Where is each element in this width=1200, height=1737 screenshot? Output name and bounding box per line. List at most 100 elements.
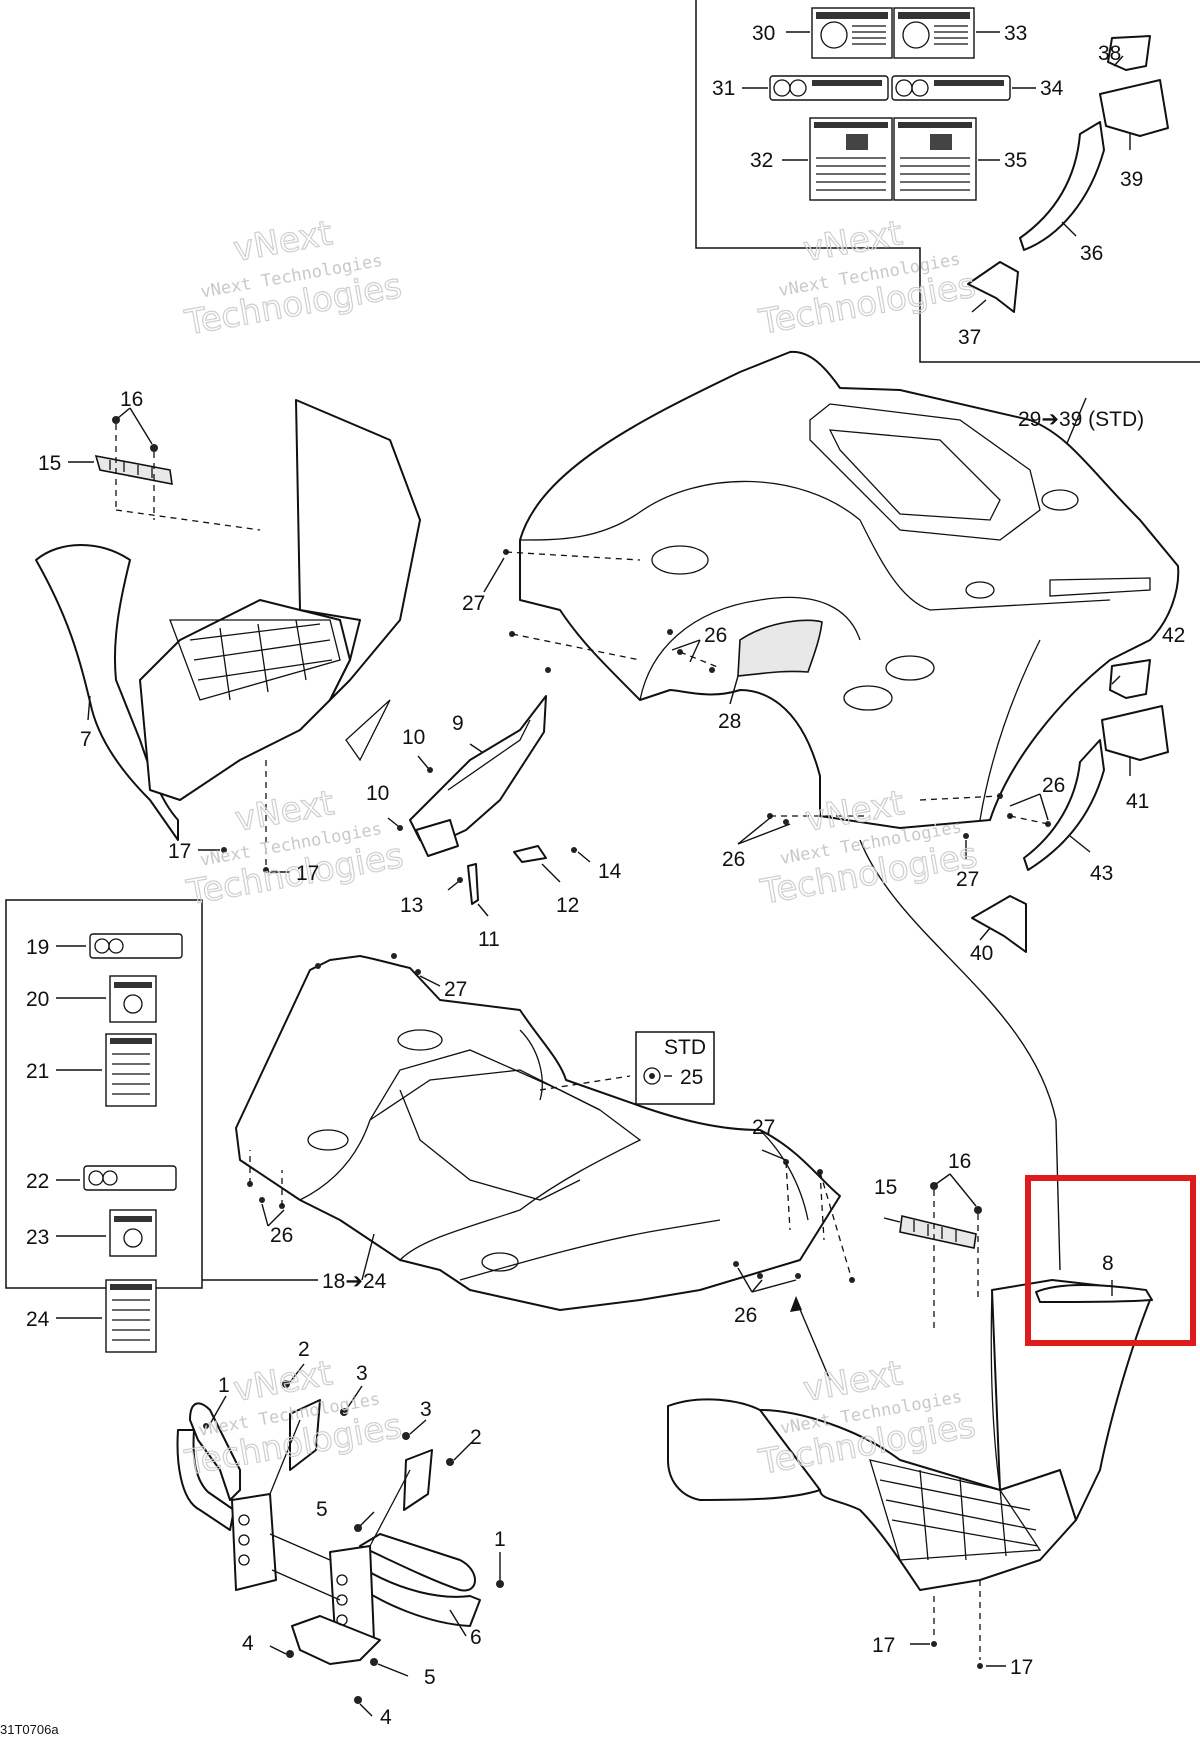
callout-15a: 15 xyxy=(38,452,61,475)
rear-fasteners xyxy=(483,549,1051,860)
callout-19: 19 xyxy=(26,936,49,959)
callout-28: 28 xyxy=(718,710,741,733)
callout-17a: 17 xyxy=(168,840,191,863)
mud-flap-39[interactable] xyxy=(1099,79,1169,137)
fender-extension-36[interactable] xyxy=(1019,121,1105,251)
callout-7: 7 xyxy=(80,728,92,751)
callout-36: 36 xyxy=(1080,242,1103,265)
callout-34: 34 xyxy=(1040,77,1064,100)
bracket-12[interactable] xyxy=(513,845,547,863)
connector-8-rear xyxy=(859,839,1061,1271)
warning-decal-22[interactable] xyxy=(83,1165,177,1191)
callout-17c: 17 xyxy=(872,1634,895,1657)
clip-11[interactable] xyxy=(467,863,479,905)
callout-2a: 2 xyxy=(298,1338,310,1361)
std-box xyxy=(635,1031,715,1105)
footrest-plate-15b[interactable] xyxy=(899,1215,977,1249)
callout-25: 25 xyxy=(680,1066,703,1089)
seat-pad-28[interactable] xyxy=(737,619,823,677)
callout-1a: 1 xyxy=(218,1374,230,1397)
callout-11: 11 xyxy=(478,928,500,951)
callout-30: 30 xyxy=(752,22,775,45)
front-decal-kit-box xyxy=(5,899,318,1353)
rear-decal-kit-box xyxy=(695,0,1200,461)
callout-17d: 17 xyxy=(1010,1656,1033,1679)
watermark-top-right: vNext vNext Technologies Technologies xyxy=(755,213,979,344)
callout-1b: 1 xyxy=(494,1528,506,1551)
callout-26c: 26 xyxy=(722,848,745,871)
front-bracket-fasteners xyxy=(203,1363,504,1717)
callout-16a: 16 xyxy=(120,388,143,411)
callout-23: 23 xyxy=(26,1226,49,1249)
callout-37: 37 xyxy=(958,326,981,349)
callout-20: 20 xyxy=(26,988,49,1011)
callout-27c: 27 xyxy=(444,978,467,1001)
footrest-plate-15[interactable] xyxy=(94,454,173,485)
warning-decal-34[interactable] xyxy=(891,75,1011,101)
callout-22: 22 xyxy=(26,1170,49,1193)
warning-decal-21[interactable] xyxy=(105,1033,157,1107)
group-label-rear-kit: 29➔39 (STD) xyxy=(1018,408,1144,431)
callout-40: 40 xyxy=(970,942,993,965)
callout-5a: 5 xyxy=(316,1498,328,1521)
left-footwell-7[interactable] xyxy=(35,399,421,841)
callout-labels: 30 33 31 34 32 35 38 39 36 37 29➔39 (STD… xyxy=(0,22,1185,1737)
fender-end-40[interactable] xyxy=(971,895,1027,953)
callout-26b: 26 xyxy=(1042,774,1065,797)
callout-26e: 26 xyxy=(734,1304,757,1327)
callout-33: 33 xyxy=(1004,22,1027,45)
group-label-front-kit: 18➔24 xyxy=(322,1270,387,1293)
callout-5b: 5 xyxy=(424,1666,436,1689)
callout-27b: 27 xyxy=(956,868,979,891)
callout-12: 12 xyxy=(556,894,579,917)
fender-extension-43[interactable] xyxy=(1023,739,1105,871)
callout-2b: 2 xyxy=(470,1426,482,1449)
callout-4b: 4 xyxy=(380,1706,392,1729)
bracket-9[interactable] xyxy=(409,695,547,857)
callout-26d: 26 xyxy=(270,1224,293,1247)
callout-15b: 15 xyxy=(874,1176,897,1199)
callout-6: 6 xyxy=(470,1626,482,1649)
callout-24: 24 xyxy=(26,1308,50,1331)
callout-38: 38 xyxy=(1098,42,1121,65)
warning-decal-32[interactable] xyxy=(809,117,893,201)
callout-10b: 10 xyxy=(366,782,389,805)
callout-27d: 27 xyxy=(752,1116,775,1139)
callout-32: 32 xyxy=(750,149,773,172)
warning-decal-31[interactable] xyxy=(769,75,889,101)
callout-39: 39 xyxy=(1120,168,1143,191)
callout-21: 21 xyxy=(26,1060,49,1083)
callout-4a: 4 xyxy=(242,1632,254,1655)
callout-13: 13 xyxy=(400,894,423,917)
callout-31: 31 xyxy=(712,77,735,100)
callout-41: 41 xyxy=(1126,790,1149,813)
fender-trim-42[interactable] xyxy=(1109,659,1151,699)
callout-17b: 17 xyxy=(296,862,319,885)
mud-flap-41[interactable] xyxy=(1101,705,1169,761)
callout-14: 14 xyxy=(598,860,622,883)
warning-decal-24[interactable] xyxy=(105,1279,157,1353)
rear-body-panel[interactable] xyxy=(519,350,1180,829)
warning-decal-35[interactable] xyxy=(893,117,977,201)
footwell-panel-8[interactable] xyxy=(1035,1284,1153,1303)
callout-3b: 3 xyxy=(420,1398,432,1421)
warning-decal-19[interactable] xyxy=(89,933,183,959)
watermark-top-left: vNext vNext Technologies Technologies xyxy=(181,213,405,344)
callout-10a: 10 xyxy=(402,726,425,749)
callout-35: 35 xyxy=(1004,149,1027,172)
front-bracket-frame[interactable] xyxy=(231,1399,433,1665)
callout-8[interactable]: 8 xyxy=(1102,1252,1114,1275)
callout-16b: 16 xyxy=(948,1150,971,1173)
drawing-code: 31T0706a xyxy=(0,1722,59,1737)
group-label-std: STD xyxy=(664,1036,706,1059)
front-body-panel[interactable] xyxy=(235,955,841,1311)
callout-43: 43 xyxy=(1090,862,1113,885)
fender-end-37[interactable] xyxy=(967,261,1019,313)
callout-3a: 3 xyxy=(356,1362,368,1385)
callout-27a: 27 xyxy=(462,592,485,615)
callout-26a: 26 xyxy=(704,624,727,647)
callout-9: 9 xyxy=(452,712,464,735)
front-fasteners xyxy=(247,953,855,1293)
highlight-box-part-8[interactable] xyxy=(1025,1175,1196,1346)
